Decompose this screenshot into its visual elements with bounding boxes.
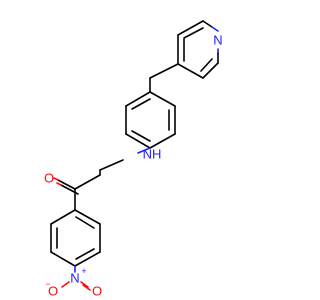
ketone-chain xyxy=(53,174,101,211)
nitro-oxygen-left-charge: − xyxy=(45,279,50,289)
pyridine-ring xyxy=(177,20,219,79)
pyridine-nitrogen-label: N xyxy=(213,33,222,48)
nitro-oxygen-right-label: O xyxy=(92,284,102,299)
amine-linker xyxy=(99,147,151,176)
nitro-oxygen-left-label: O xyxy=(48,284,58,299)
nitro-group xyxy=(61,265,91,291)
nitro-nitrogen-label: N xyxy=(70,271,79,286)
ketone-oxygen-label: O xyxy=(44,171,54,186)
molecule-structure: N NH O N + O − O xyxy=(43,20,223,299)
nitrophenyl-ring xyxy=(50,209,101,267)
aminophenyl-ring xyxy=(125,91,176,149)
methylene-bridge xyxy=(149,63,179,93)
nitro-nitrogen-charge: + xyxy=(81,266,86,276)
amine-nh-label: NH xyxy=(143,147,162,162)
